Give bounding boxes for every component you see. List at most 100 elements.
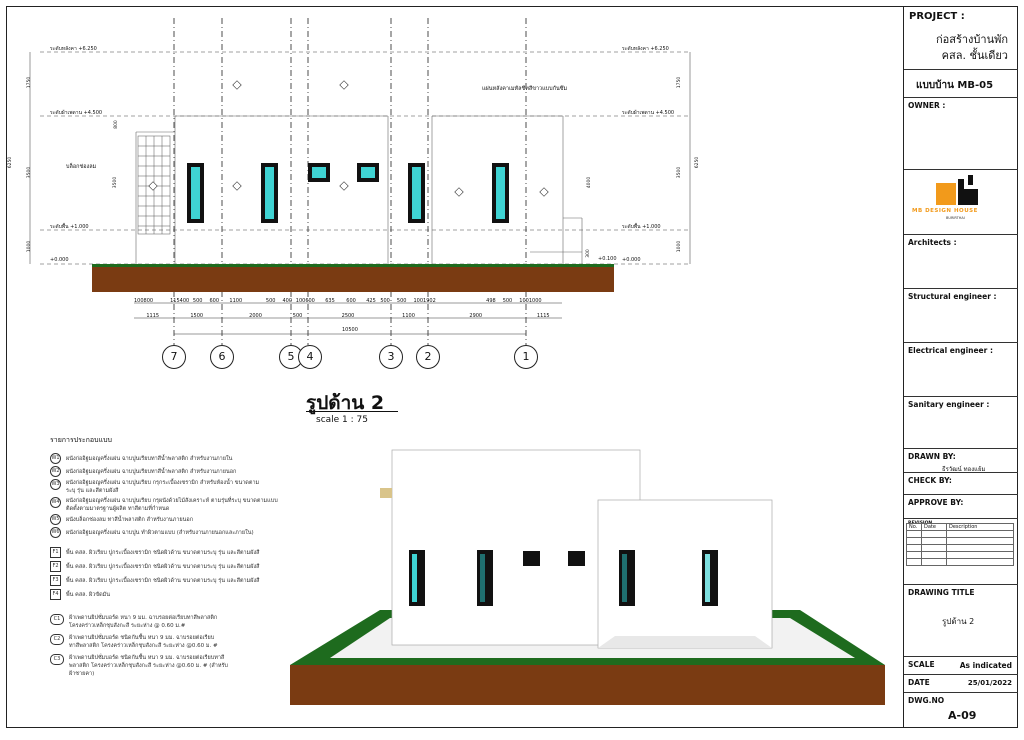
annotation-breeze-block: บล็อกช่องลม xyxy=(66,164,97,170)
dim-value: 100 xyxy=(519,298,529,304)
legend-text: ผนังบล็อกช่องลม ทาสีน้ำพลาสติก สำหรับงาน… xyxy=(66,517,194,523)
dim-value: 600 xyxy=(346,298,356,304)
legend-marker: W4 xyxy=(50,497,61,508)
dim-value: 100 xyxy=(134,298,144,304)
tb-logo-cell: MB DESIGN HOUSE BURIRTHAI xyxy=(904,169,1018,234)
tb-approveby-cell: APPROVE BY: xyxy=(904,494,1018,518)
annotation-roof: แผ่นหลังคาเมทัลชีทสีขาวแบบกันซึม xyxy=(482,86,568,92)
dim-total: 10500 xyxy=(342,327,358,333)
tb-scale-cell: SCALE As indicated xyxy=(904,656,1018,674)
tb-date-cell: DATE 25/01/2022 xyxy=(904,674,1018,692)
grid-marker-7: 7 xyxy=(162,345,186,369)
dim-left-inner-1: 3500 xyxy=(113,176,119,189)
dim-value: 498 xyxy=(486,298,496,304)
dim-value: 115 xyxy=(170,298,180,304)
tb-drawnby-cell: DRAWN BY: ธีรวัฒน์ ทองแย้ม xyxy=(904,448,1018,473)
dim-value: 500 xyxy=(396,298,407,304)
legend-text: ฝ้าเพดานยิปซั่มบอร์ด หนา 9 มม. ฉาบรอยต่อ… xyxy=(69,615,218,629)
rev-header-date: Date xyxy=(921,523,947,531)
tb-drawing-title: รูปด้าน 2 xyxy=(942,617,975,626)
legend-item-f3: F3 พื้น คสล. ผิวเรียบ ปูกระเบื้องเซรามิก … xyxy=(50,575,260,586)
legend-text: ผนังก่ออิฐมอญครึ่งแผ่น ฉาบปูนเรียบทาสีน้… xyxy=(66,469,237,475)
tb-logo-text: MB DESIGN HOUSE xyxy=(912,208,978,214)
tb-date-value: 25/01/2022 xyxy=(967,679,1012,687)
level-label-floor-right: ระดับพื้น +1.000 xyxy=(622,224,661,230)
legend-text: ผนังก่ออิฐมอญครึ่งแผ่น ฉาบปูนเรียบ กรุกร… xyxy=(66,480,260,494)
elevation-scale: scale 1 : 75 xyxy=(316,415,368,425)
table-row xyxy=(906,544,1014,552)
tb-owner-cell: OWNER : xyxy=(904,97,1018,169)
ground-soil xyxy=(92,266,614,292)
elevation-title: รูปด้าน 2 xyxy=(306,392,385,414)
table-row xyxy=(906,551,1014,559)
dim-value: 635 xyxy=(325,298,335,304)
dim-value: 500 xyxy=(292,313,303,319)
table-row xyxy=(906,537,1014,545)
tb-drawnby-name: ธีรวัฒน์ ทองแย้ม xyxy=(942,466,986,473)
tb-sanitary-label: Sanitary engineer : xyxy=(908,400,990,409)
dim-left-2: 6250 xyxy=(8,156,14,169)
dim-value: 1000 xyxy=(528,298,542,304)
dim-right-inner-2: 300 xyxy=(585,249,591,258)
dim-value: 600 xyxy=(209,298,220,304)
tb-drawingtitle-label: DRAWING TITLE xyxy=(908,588,975,597)
legend-heading: รายการประกอบแบบ xyxy=(50,436,112,444)
title-block: PROJECT : ก่อสร้างบ้านพัก คสล. ชั้นเดียว… xyxy=(903,6,1018,728)
tb-structural-cell: Structural engineer : xyxy=(904,288,1018,342)
dim-left-4: 1000 xyxy=(27,240,33,253)
title-underline xyxy=(306,411,398,412)
tb-architects-label: Architects : xyxy=(908,238,957,247)
dim-left-1: 1750 xyxy=(27,76,33,89)
tb-project-cell: PROJECT : ก่อสร้างบ้านพัก คสล. ชั้นเดียว xyxy=(904,6,1018,69)
dim-left-inner-2: 800 xyxy=(113,120,119,129)
legend-marker: F2 xyxy=(50,561,61,572)
dim-value: 1500 xyxy=(190,313,204,319)
legend-marker: F1 xyxy=(50,547,61,558)
tb-dwgno-label: DWG.NO xyxy=(908,696,945,705)
legend-marker: C2 xyxy=(50,634,64,645)
tb-electrical-label: Electrical engineer : xyxy=(908,346,993,355)
grid-marker-2: 2 xyxy=(416,345,440,369)
legend-text: ผนังก่ออิฐมอญครึ่งแผ่น ฉาบปูน ทำผิวตามแบ… xyxy=(66,530,254,536)
tb-structural-label: Structural engineer : xyxy=(908,292,997,301)
legend-item-f2: F2 พื้น คสล. ผิวเรียบ ปูกระเบื้องเซรามิก … xyxy=(50,561,260,572)
rev-header-desc: Description xyxy=(946,523,1014,531)
table-row xyxy=(906,558,1014,566)
legend-text: พื้น คสล. ผิวเรียบ ปูกระเบื้องเซรามิก ชน… xyxy=(66,578,260,584)
dim-value: 1115 xyxy=(536,313,550,319)
drawing-sheet-border xyxy=(6,6,1018,728)
legend-text: พื้น คสล. ผิวขัดมัน xyxy=(66,592,111,598)
company-logo-icon xyxy=(936,175,978,205)
tb-checkby-cell: CHECK BY: xyxy=(904,472,1018,494)
level-label-roof-left: ระดับหลังคา +6.250 xyxy=(50,46,97,52)
legend-marker: F4 xyxy=(50,589,61,600)
dim-right-3: 3500 xyxy=(677,166,683,179)
dim-value: 1115 xyxy=(146,313,160,319)
ground-grass xyxy=(92,264,614,267)
legend-text: พื้น คสล. ผิวเรียบ ปูกระเบื้องเซรามิก ชน… xyxy=(66,550,260,556)
tb-model: แบบบ้าน MB-05 xyxy=(916,80,994,91)
tb-checkby-label: CHECK BY: xyxy=(908,476,952,485)
level-label-roof-right: ระดับหลังคา +6.250 xyxy=(622,46,669,52)
table-row: No. Date Description xyxy=(906,523,1014,531)
tb-project-name-2: คสล. ชั้นเดียว xyxy=(941,49,1008,62)
tb-scale-label: SCALE xyxy=(908,660,935,669)
legend-item-f4: F4 พื้น คสล. ผิวขัดมัน xyxy=(50,589,110,600)
tb-sanitary-cell: Sanitary engineer : xyxy=(904,396,1018,448)
table-row xyxy=(906,530,1014,538)
legend-text: พื้น คสล. ผิวเรียบ ปูกระเบื้องเซรามิก ชน… xyxy=(66,564,260,570)
tb-approveby-label: APPROVE BY: xyxy=(908,498,964,507)
dim-right-1: 1750 xyxy=(677,76,683,89)
elevation-windows xyxy=(187,163,509,223)
legend-marker: F3 xyxy=(50,575,61,586)
dim-value: 2900 xyxy=(469,313,483,319)
